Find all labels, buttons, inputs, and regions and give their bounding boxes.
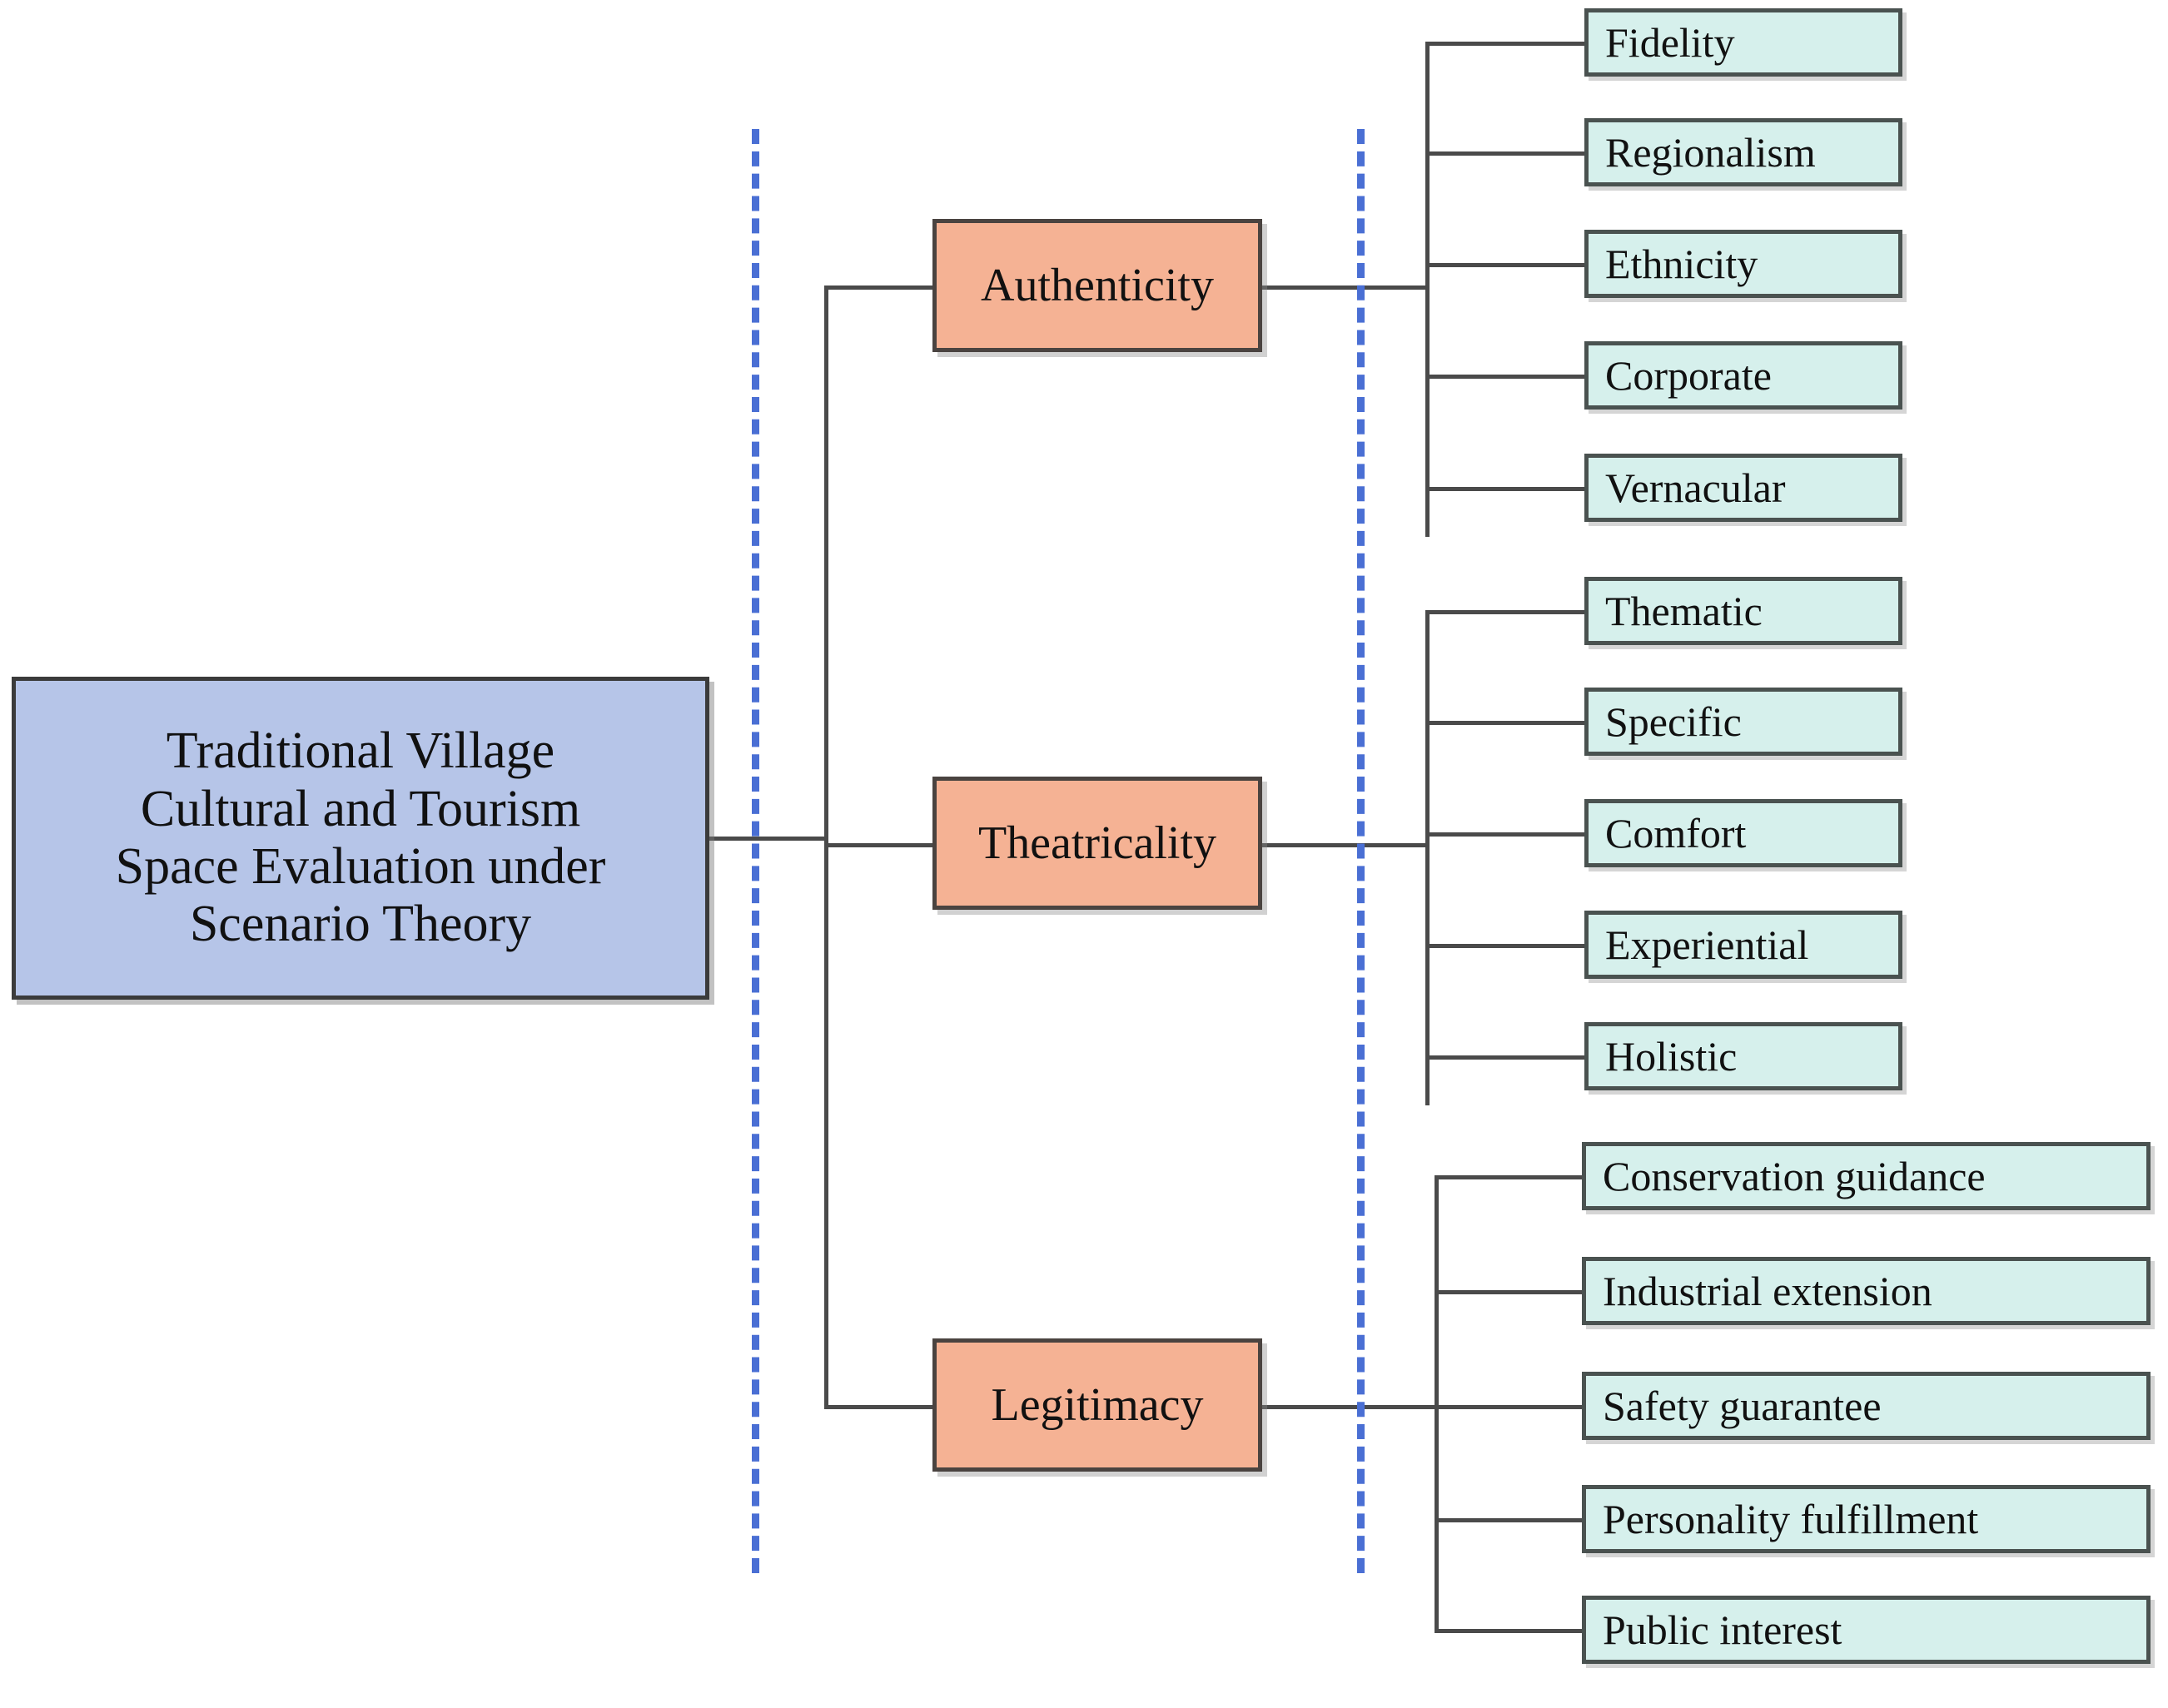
dimension-label-legitimacy: Legitimacy [991, 1378, 1204, 1431]
indicator-label-safety-guarantee: Safety guarantee [1603, 1383, 1882, 1429]
indicator-node-specific[interactable]: Specific [1584, 688, 1902, 756]
connector-branch-personality-fulfillment [1435, 1518, 1586, 1522]
connector-root-to-spine [709, 837, 828, 841]
indicator-label-corporate: Corporate [1605, 352, 1772, 399]
bracket-spine-theatricality [1425, 610, 1430, 1105]
indicator-label-thematic: Thematic [1605, 588, 1763, 634]
indicator-node-regionalism[interactable]: Regionalism [1584, 118, 1902, 186]
connector-authenticity-to-bracket [1262, 285, 1429, 290]
indicator-label-conservation-guidance: Conservation guidance [1603, 1153, 1986, 1199]
indicator-node-holistic[interactable]: Holistic [1584, 1022, 1902, 1090]
indicator-label-vernacular: Vernacular [1605, 464, 1786, 511]
indicator-node-fidelity[interactable]: Fidelity [1584, 8, 1902, 77]
connector-branch-ethnicity [1425, 263, 1588, 267]
indicator-node-ethnicity[interactable]: Ethnicity [1584, 230, 1902, 298]
connector-branch-holistic [1425, 1055, 1588, 1060]
indicator-node-comfort[interactable]: Comfort [1584, 799, 1902, 867]
indicator-label-experiential: Experiential [1605, 921, 1809, 968]
root-node-label: Traditional Village Cultural and Tourism… [115, 722, 606, 953]
indicator-node-vernacular[interactable]: Vernacular [1584, 454, 1902, 522]
dimension-label-theatricality: Theatricality [977, 817, 1217, 869]
bracket-spine-authenticity [1425, 42, 1430, 537]
connector-branch-thematic [1425, 610, 1588, 614]
indicator-node-public-interest[interactable]: Public interest [1582, 1596, 2151, 1664]
connector-branch-regionalism [1425, 151, 1588, 156]
indicator-label-comfort: Comfort [1605, 810, 1747, 856]
indicator-node-industrial-extension[interactable]: Industrial extension [1582, 1257, 2151, 1325]
connector-branch-corporate [1425, 375, 1588, 379]
indicator-label-fidelity: Fidelity [1605, 19, 1735, 66]
connector-branch-public-interest [1435, 1629, 1586, 1633]
connector-spine-to-legitimacy [824, 1405, 934, 1409]
indicator-node-corporate[interactable]: Corporate [1584, 341, 1902, 410]
indicator-node-experiential[interactable]: Experiential [1584, 911, 1902, 979]
indicator-node-conservation-guidance[interactable]: Conservation guidance [1582, 1142, 2151, 1210]
connector-main-spine [824, 285, 828, 1409]
connector-branch-conservation-guidance [1435, 1175, 1586, 1179]
indicator-label-holistic: Holistic [1605, 1033, 1738, 1080]
indicator-label-public-interest: Public interest [1603, 1606, 1842, 1653]
goal-criteria-divider [752, 129, 759, 1573]
indicator-node-personality-fulfillment[interactable]: Personality fulfillment [1582, 1485, 2151, 1553]
connector-spine-to-theatricality [824, 843, 934, 847]
connector-legitimacy-to-bracket [1262, 1405, 1437, 1409]
bracket-spine-legitimacy [1435, 1175, 1439, 1633]
indicator-node-thematic[interactable]: Thematic [1584, 577, 1902, 645]
connector-branch-safety-guarantee [1435, 1405, 1586, 1409]
indicator-label-regionalism: Regionalism [1605, 129, 1816, 176]
criteria-indicator-divider [1357, 129, 1365, 1573]
dimension-node-theatricality[interactable]: Theatricality [932, 777, 1262, 910]
connector-branch-specific [1425, 721, 1588, 725]
connector-spine-to-authenticity [824, 285, 934, 290]
dimension-node-authenticity[interactable]: Authenticity [932, 219, 1262, 352]
connector-branch-vernacular [1425, 487, 1588, 491]
dimension-node-legitimacy[interactable]: Legitimacy [932, 1338, 1262, 1472]
connector-branch-experiential [1425, 944, 1588, 948]
indicator-node-safety-guarantee[interactable]: Safety guarantee [1582, 1372, 2151, 1440]
connector-branch-fidelity [1425, 42, 1588, 46]
indicator-label-ethnicity: Ethnicity [1605, 241, 1758, 287]
connector-branch-industrial-extension [1435, 1290, 1586, 1294]
root-node-goal[interactable]: Traditional Village Cultural and Tourism… [12, 677, 709, 1000]
indicator-label-industrial-extension: Industrial extension [1603, 1268, 1932, 1314]
indicator-label-specific: Specific [1605, 698, 1742, 745]
dimension-label-authenticity: Authenticity [981, 259, 1214, 311]
connector-theatricality-to-bracket [1262, 843, 1429, 847]
connector-branch-comfort [1425, 832, 1588, 837]
indicator-label-personality-fulfillment: Personality fulfillment [1603, 1496, 1979, 1542]
